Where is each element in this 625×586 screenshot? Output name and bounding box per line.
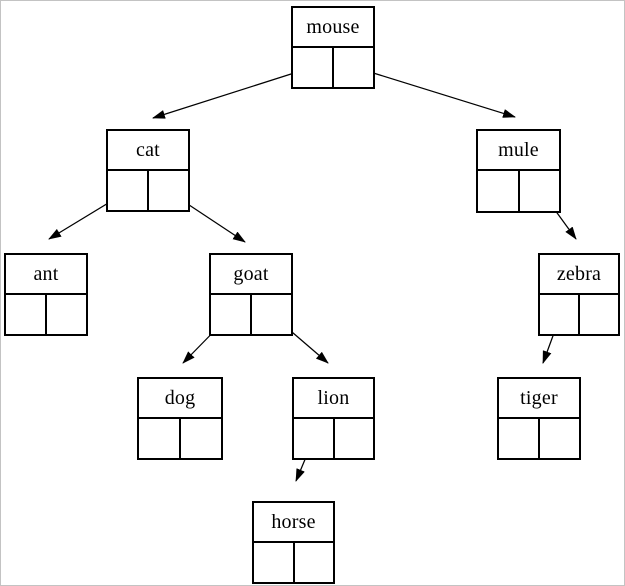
right-pointer-cell	[335, 419, 374, 458]
tree-node-mule: mule	[476, 129, 561, 213]
pointer-cells	[6, 295, 86, 334]
node-label: mouse	[293, 8, 373, 48]
right-pointer-cell	[520, 171, 560, 211]
left-pointer-cell	[254, 543, 295, 582]
tree-node-zebra: zebra	[538, 253, 620, 336]
right-pointer-cell	[47, 295, 86, 334]
left-pointer-cell	[108, 171, 149, 210]
right-pointer-cell	[149, 171, 188, 210]
tree-node-dog: dog	[137, 377, 223, 460]
pointer-cells	[294, 419, 373, 458]
node-label: dog	[139, 379, 221, 419]
pointer-cells	[478, 171, 559, 211]
tree-node-horse: horse	[252, 501, 335, 584]
pointer-cells	[293, 48, 373, 87]
left-pointer-cell	[293, 48, 334, 87]
left-pointer-cell	[211, 295, 252, 334]
pointer-cells	[139, 419, 221, 458]
node-label: zebra	[540, 255, 618, 295]
right-pointer-cell	[181, 419, 221, 458]
right-pointer-cell	[334, 48, 373, 87]
pointer-cells	[108, 171, 188, 210]
node-label: mule	[478, 131, 559, 171]
left-pointer-cell	[139, 419, 181, 458]
left-pointer-cell	[478, 171, 520, 211]
tree-node-cat: cat	[106, 129, 190, 212]
pointer-cells	[211, 295, 291, 334]
left-pointer-cell	[499, 419, 540, 458]
node-label: cat	[108, 131, 188, 171]
edge-mouse-mule	[353, 66, 516, 118]
pointer-cells	[499, 419, 579, 458]
tree-node-goat: goat	[209, 253, 293, 336]
right-pointer-cell	[540, 419, 579, 458]
pointer-cells	[540, 295, 618, 334]
node-label: goat	[211, 255, 291, 295]
left-pointer-cell	[294, 419, 335, 458]
node-label: ant	[6, 255, 86, 295]
tree-node-tiger: tiger	[497, 377, 581, 460]
tree-node-lion: lion	[292, 377, 375, 460]
edge-mouse-cat	[152, 66, 314, 119]
node-label: tiger	[499, 379, 579, 419]
right-pointer-cell	[295, 543, 334, 582]
pointer-cells	[254, 543, 333, 582]
left-pointer-cell	[6, 295, 47, 334]
left-pointer-cell	[540, 295, 580, 334]
tree-node-ant: ant	[4, 253, 88, 336]
tree-node-mouse: mouse	[291, 6, 375, 89]
right-pointer-cell	[252, 295, 291, 334]
right-pointer-cell	[580, 295, 618, 334]
node-label: horse	[254, 503, 333, 543]
node-label: lion	[294, 379, 373, 419]
